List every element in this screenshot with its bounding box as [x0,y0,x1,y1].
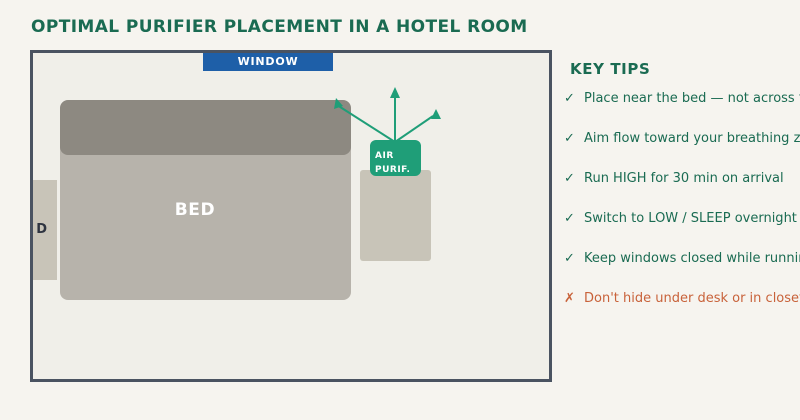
tips-list: ✓ Place near the bed — not across the roo… [564,90,800,330]
check-icon: ✓ [564,91,575,106]
room-floorplan: WINDOW D BED AIR PURIF. [30,50,552,382]
desk: D [33,180,57,280]
tip-item: ✓ Keep windows closed while running [564,250,800,290]
tip-text: Aim flow toward your breathing zone [584,131,800,146]
tip-item: ✓ Switch to LOW / SLEEP overnight [564,210,800,250]
tip-text: Keep windows closed while running [584,251,800,266]
airflow-arrowhead-up [390,87,400,98]
tip-item: ✓ Run HIGH for 30 min on arrival [564,170,800,210]
air-purifier: AIR PURIF. [370,140,421,176]
nightstand [360,170,431,261]
purifier-label-line1: AIR [375,151,394,161]
check-icon: ✓ [564,211,575,226]
check-icon: ✓ [564,251,575,266]
check-icon: ✓ [564,171,575,186]
airflow-arrowhead-left [334,98,343,109]
diagram-title: OPTIMAL PURIFIER PLACEMENT IN A HOTEL RO… [31,17,528,37]
airflow-line-left [336,104,396,143]
purifier-label-line2: PURIF. [375,165,411,175]
airflow-arrows [334,87,441,143]
tips-heading: KEY TIPS [570,60,651,78]
tip-text: Switch to LOW / SLEEP overnight [584,211,797,226]
tip-item: ✓ Aim flow toward your breathing zone [564,130,800,170]
bed: BED [60,100,351,300]
airflow-arrowhead-right [431,109,441,119]
bed-label: BED [174,200,216,220]
tip-text: Run HIGH for 30 min on arrival [584,171,784,186]
check-icon: ✓ [564,131,575,146]
tip-item: ✓ Place near the bed — not across the roo… [564,90,800,130]
bed-headboard [60,100,351,155]
airflow-line-right [394,115,434,143]
tip-item-warning: ✗ Don't hide under desk or in closet [564,290,800,330]
tip-text: Don't hide under desk or in closet [584,291,800,306]
tip-text: Place near the bed — not across the room [584,91,800,106]
cross-icon: ✗ [564,291,575,306]
window: WINDOW [203,53,333,71]
